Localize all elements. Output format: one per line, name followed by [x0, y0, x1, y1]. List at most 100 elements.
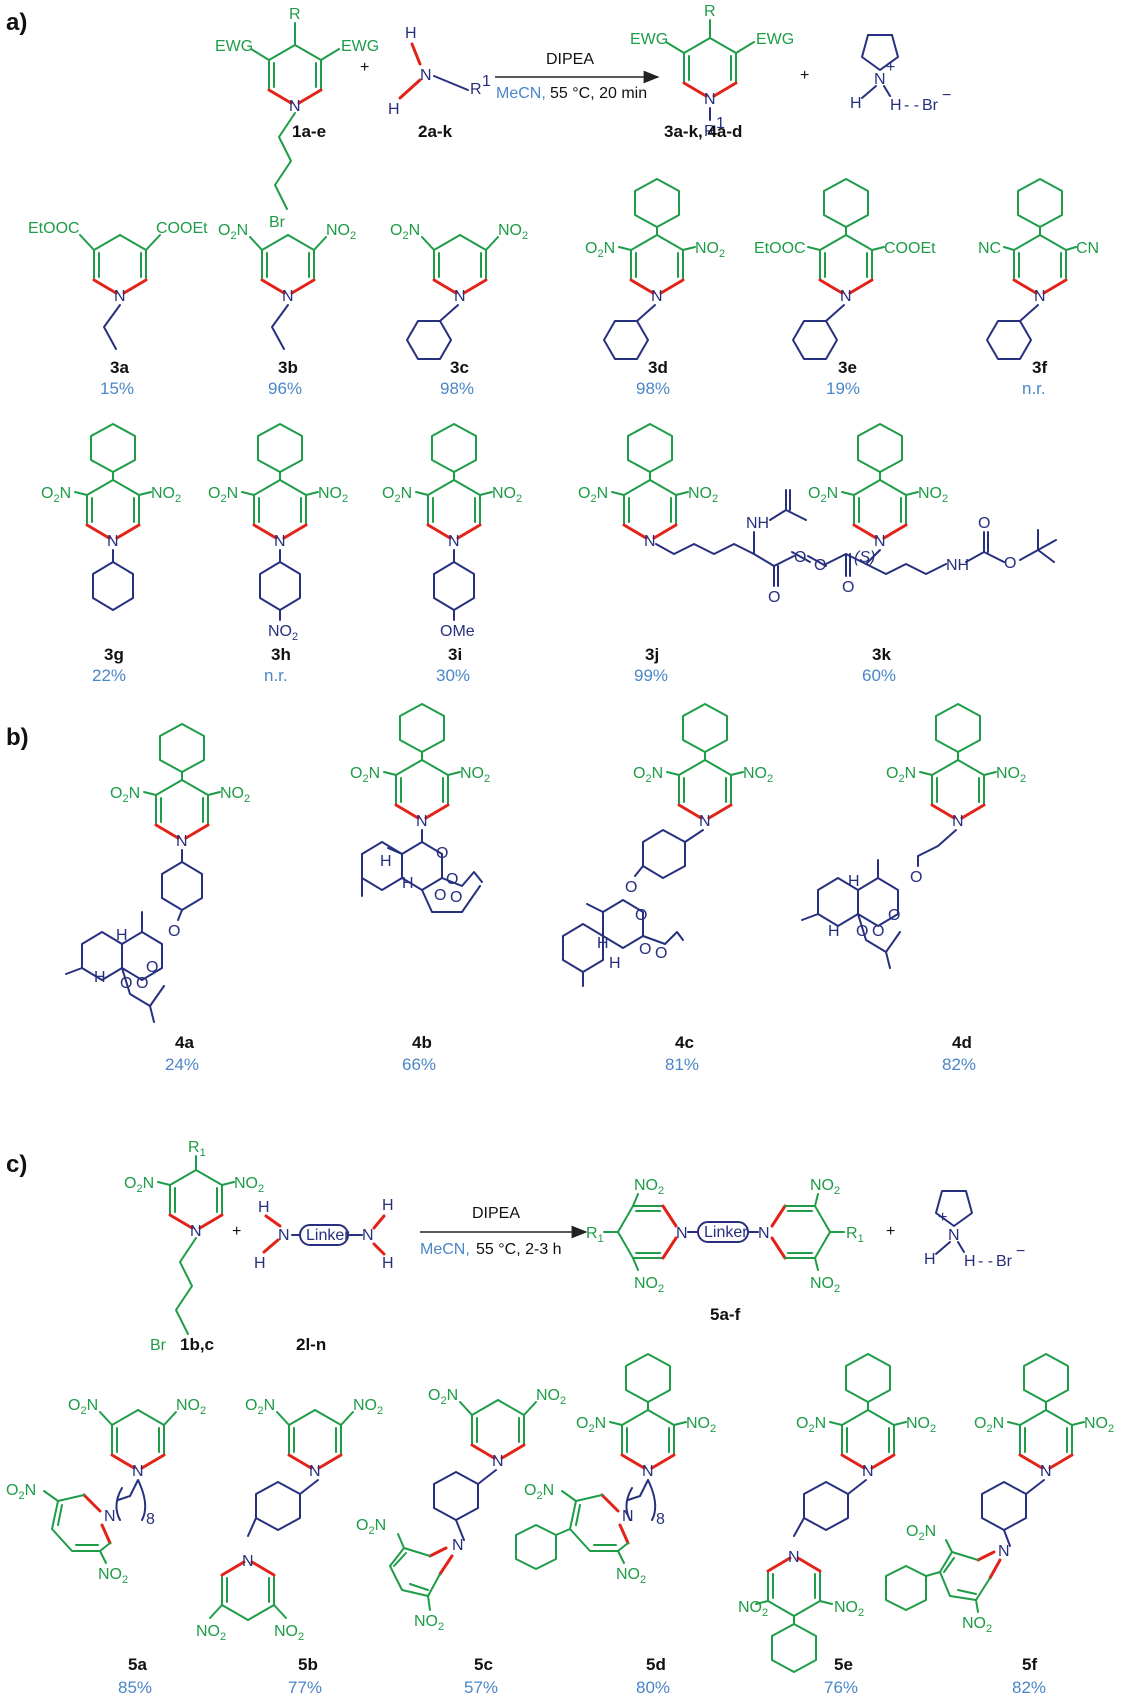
label-3c: 3c	[450, 358, 469, 377]
svg-text:R1: R1	[586, 1225, 604, 1245]
label-1b-c: 1b,c	[180, 1335, 214, 1354]
svg-text:H: H	[388, 101, 400, 118]
svg-text:EWG: EWG	[630, 31, 668, 48]
svg-text:N: N	[416, 813, 428, 830]
svg-text:N: N	[282, 288, 294, 305]
svg-text:H: H	[382, 1255, 394, 1272]
svg-text:O2N: O2N	[886, 765, 916, 785]
svg-text:H: H	[609, 955, 621, 972]
yield-3h: n.r.	[264, 666, 288, 685]
compound-4c: O2N NO2 N O O O O H H	[562, 703, 773, 987]
substrate-1-general: R EWG EWG N Br	[215, 6, 379, 231]
svg-text:N: N	[190, 1223, 202, 1240]
conditions-c: 55 °C, 2-3 h	[476, 1241, 562, 1258]
label-4a: 4a	[175, 1033, 194, 1052]
svg-text:N: N	[107, 533, 119, 550]
svg-text:N: N	[948, 1227, 960, 1244]
svg-text:NO2: NO2	[414, 1613, 444, 1633]
svg-text:COOEt: COOEt	[884, 240, 936, 257]
svg-text:O2N: O2N	[974, 1415, 1004, 1435]
svg-text:NO2: NO2	[616, 1566, 646, 1586]
svg-text:N: N	[176, 833, 188, 850]
svg-text:O2N: O2N	[356, 1517, 386, 1537]
svg-text:N: N	[644, 533, 656, 550]
svg-text:N: N	[242, 1553, 254, 1570]
yield-5e: 76%	[824, 1678, 858, 1697]
svg-text:H: H	[924, 1251, 936, 1268]
yield-4c: 81%	[665, 1055, 699, 1074]
svg-text:Br: Br	[150, 1337, 167, 1354]
svg-text:- -: - -	[904, 97, 919, 114]
svg-text:NO2: NO2	[810, 1275, 840, 1295]
svg-text:N: N	[448, 533, 460, 550]
svg-text:EWG: EWG	[756, 31, 794, 48]
compound-3g: O2N NO2 N	[41, 423, 181, 611]
svg-text:N: N	[1034, 288, 1046, 305]
svg-text:NO2: NO2	[268, 623, 298, 643]
svg-text:+: +	[938, 1209, 947, 1226]
compound-4b: O2N NO2 N O O O O H H	[350, 703, 490, 913]
svg-text:NO2: NO2	[906, 1415, 936, 1435]
svg-text:N: N	[622, 1508, 634, 1525]
panel-label-a: a)	[6, 9, 27, 36]
svg-text:O: O	[856, 923, 868, 940]
product-general-c: R1 NO2 NO2 N Linker N R1 NO2 NO2	[586, 1177, 864, 1295]
svg-text:N: N	[104, 1508, 116, 1525]
svg-text:EtOOC: EtOOC	[754, 240, 806, 257]
svg-text:O2N: O2N	[68, 1397, 98, 1417]
svg-text:N: N	[1040, 1463, 1052, 1480]
yield-3j: 99%	[634, 666, 668, 685]
svg-text:O2N: O2N	[245, 1397, 275, 1417]
svg-text:O: O	[146, 959, 158, 976]
svg-text:N: N	[676, 1225, 688, 1242]
compound-3d: O2N NO2 N	[585, 178, 725, 360]
svg-text:O2N: O2N	[41, 485, 71, 505]
substrate-1-general-c: R1 O2N NO2 N Br	[124, 1139, 264, 1354]
svg-text:O: O	[136, 975, 148, 992]
svg-text:COOEt: COOEt	[156, 220, 208, 237]
svg-text:O2N: O2N	[906, 1523, 936, 1543]
svg-text:N: N	[309, 1463, 321, 1480]
label-2l-n: 2l-n	[296, 1335, 326, 1354]
svg-text:H: H	[382, 1197, 394, 1214]
compound-5e: O2N NO2 N N NO2 NO2	[738, 1353, 936, 1673]
svg-text:R: R	[289, 6, 301, 23]
svg-text:H: H	[964, 1253, 976, 1270]
reagent-c: DIPEA	[472, 1205, 520, 1222]
svg-text:NO2: NO2	[738, 1599, 768, 1619]
svg-text:N: N	[840, 288, 852, 305]
yield-3d: 98%	[636, 379, 670, 398]
compound-4a: O2N NO2 N O O O O H H	[65, 723, 250, 1023]
svg-text:O: O	[655, 945, 667, 962]
yield-4d: 82%	[942, 1055, 976, 1074]
svg-text:−: −	[1016, 1243, 1025, 1260]
svg-text:NO2: NO2	[353, 1397, 383, 1417]
svg-text:O2N: O2N	[576, 1415, 606, 1435]
label-4d: 4d	[952, 1033, 972, 1052]
plus-c1: +	[232, 1223, 241, 1240]
label-3i: 3i	[448, 645, 462, 664]
svg-text:- -: - -	[978, 1253, 993, 1270]
svg-text:OMe: OMe	[440, 623, 475, 640]
svg-text:O: O	[434, 887, 446, 904]
svg-text:H: H	[850, 95, 862, 112]
yield-3f: n.r.	[1022, 379, 1046, 398]
svg-text:1: 1	[716, 115, 725, 132]
compound-3k: O2N NO2 N (S) O O NH O O	[791, 423, 1057, 596]
svg-text:N: N	[289, 98, 301, 115]
svg-text:H: H	[402, 875, 414, 892]
svg-text:Linker: Linker	[704, 1224, 748, 1241]
svg-text:N: N	[758, 1225, 770, 1242]
compound-5c: O2N NO2 N N O2N NO2	[356, 1387, 566, 1633]
yield-3b: 96%	[268, 379, 302, 398]
svg-text:N: N	[704, 91, 716, 108]
svg-text:N: N	[952, 813, 964, 830]
svg-text:Br: Br	[922, 97, 939, 114]
yield-3a: 15%	[100, 379, 134, 398]
label-3k: 3k	[872, 645, 891, 664]
label-5d: 5d	[646, 1655, 666, 1674]
svg-text:NO2: NO2	[634, 1275, 664, 1295]
product-general-a: R EWG EWG N R 1	[630, 3, 794, 140]
yield-3g: 22%	[92, 666, 126, 685]
